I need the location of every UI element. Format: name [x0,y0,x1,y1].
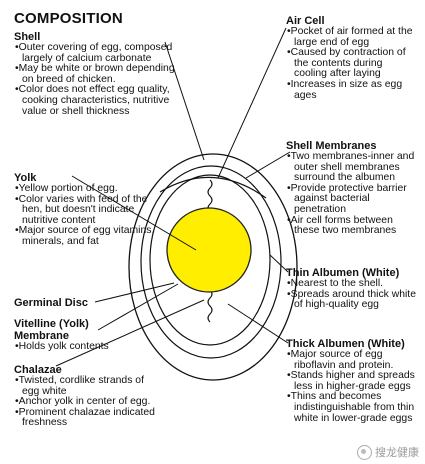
outer-membrane-outline [140,165,282,359]
thick-albumen-annotation: Thick Albumen (White) Major source of eg… [286,338,420,424]
leader-vitelline [97,283,179,331]
leader-air-cell [217,27,287,179]
shell-bullet: Color does not effect egg quality, cooki… [14,85,186,117]
chalazae-bullet: Anchor yolk in center of egg. [14,397,164,408]
vitelline-annotation: Vitelline (Yolk) Membrane Holds yolk con… [14,318,124,353]
watermark-logo-icon [357,444,372,460]
air-cell-outline [159,176,267,199]
air-cell-annotation: Air Cell Pocket of air formed at the lar… [286,15,414,101]
diagram-title: COMPOSITION [14,10,123,27]
germinal-disc-heading: Germinal Disc [14,297,88,309]
germinal-disc-annotation: Germinal Disc [14,297,114,309]
chalazae-heading: Chalazae [14,364,62,376]
thin-albumen-bullet: Spreads around thick white of high-quali… [286,289,418,311]
leader-germinal-disc [94,282,175,303]
shell-bullet: Outer covering of egg, composed largely … [14,42,186,64]
chalazae-annotation: Chalazae Twisted, cordlike strands of eg… [14,364,164,429]
thick-albumen-bullet: Thins and becomes indistinguishable from… [286,392,420,424]
yolk-circle [166,207,252,293]
yolk-heading: Yolk [14,172,37,184]
chalazae-bullet: Prominent chalazae indicated freshness [14,407,164,429]
lower-chalaza [207,289,213,323]
thin-albumen-bullet: Nearest to the shell. [286,278,418,290]
vitelline-heading: Vitelline (Yolk) Membrane [14,318,89,342]
shell-bullet: May be white or brown depending on breed… [14,63,186,85]
thin-albumen-annotation: Thin Albumen (White) Nearest to the shel… [286,267,418,311]
yolk-bullet: Yellow portion of egg. [14,183,166,195]
leader-shell-membranes [245,151,291,179]
thin-albumen-heading: Thin Albumen (White) [286,267,400,279]
shell-membranes-bullet: Two membranes-inner and outer shell memb… [286,151,416,184]
shell-membranes-bullet: Provide protective barrier against bacte… [286,183,416,216]
shell-membranes-bullet: Air cell forms between these two membran… [286,215,416,237]
watermark-text: 搜龙健康 [375,447,419,459]
shell-heading: Shell [14,31,41,43]
air-cell-bullet: Pocket of air formed at the large end of… [286,26,414,48]
upper-chalaza [207,179,213,213]
leader-thin-albumen [269,254,289,273]
yolk-bullet: Major source of egg vitamins, minerals, … [14,226,166,247]
shell-membranes-annotation: Shell Membranes Two membranes-inner and … [286,140,416,237]
air-cell-bullet: Increases in size as egg ages [286,79,414,101]
yolk-annotation: Yolk Yellow portion of egg. Color varies… [14,172,166,248]
yolk-bullet: Color varies with feed of the hen, but d… [14,194,166,227]
egg-shell-outline [128,153,298,381]
air-cell-bullet: Caused by contraction of the contents du… [286,47,414,80]
thick-albumen-outline [149,174,271,346]
thick-albumen-bullet: Stands higher and spreads less in higher… [286,370,420,392]
thick-albumen-bullet: Major source of egg riboflavin and prote… [286,349,420,371]
watermark: 搜龙健康 [357,444,419,460]
vitelline-bullet: Holds yolk contents [14,341,124,353]
shell-membranes-heading: Shell Membranes [286,140,377,152]
air-cell-heading: Air Cell [286,15,325,27]
shell-annotation: Shell Outer covering of egg, composed la… [14,31,186,117]
leader-chalazae [55,299,205,367]
chalazae-bullet: Twisted, cordlike strands of egg white [14,375,164,397]
thick-albumen-heading: Thick Albumen (White) [286,338,405,350]
leader-thick-albumen [227,303,289,344]
